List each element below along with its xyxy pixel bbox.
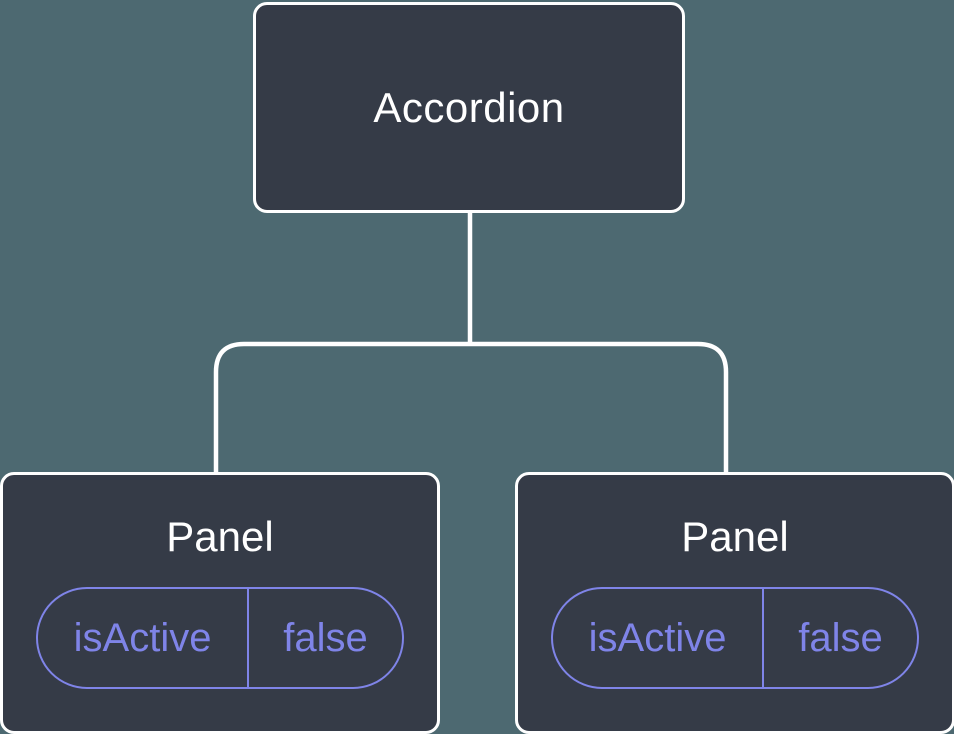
root-node: Accordion xyxy=(253,2,685,213)
root-node-label: Accordion xyxy=(373,83,565,131)
state-pill: isActive false xyxy=(36,587,404,689)
panel-node-right: Panel isActive false xyxy=(515,472,954,734)
panel-node-label: Panel xyxy=(681,513,789,560)
state-value-cell: false xyxy=(798,615,883,660)
panel-node-left: Panel isActive false xyxy=(0,472,440,734)
connector-branch-line xyxy=(213,341,729,473)
state-key-cell: isActive xyxy=(38,589,250,687)
state-value-cell: false xyxy=(283,615,368,660)
state-key-cell: isActive xyxy=(553,589,765,687)
panel-node-label: Panel xyxy=(166,513,274,560)
state-pill: isActive false xyxy=(551,587,919,689)
